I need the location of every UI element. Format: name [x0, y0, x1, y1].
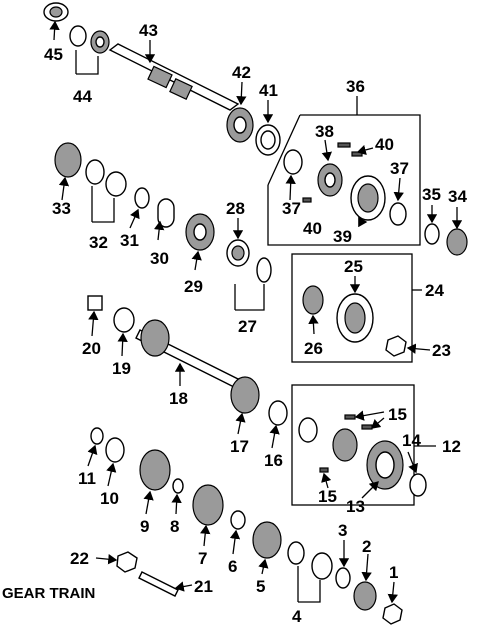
callout-15b: 15 [318, 487, 337, 506]
part-39-sleeve [350, 175, 386, 221]
part-16-ring [268, 400, 288, 426]
group-12-outline [291, 384, 415, 506]
part-31-washer [134, 187, 150, 209]
part-32-bearing-pair [85, 159, 127, 197]
callout-labels: 45 44 43 42 41 36 38 40 37 37 40 39 35 3… [44, 21, 467, 626]
callout-14: 14 [402, 431, 421, 450]
callout-4: 4 [292, 607, 302, 626]
callout-3: 3 [338, 521, 347, 540]
part-12-hub [298, 417, 358, 462]
callout-40b: 40 [303, 219, 322, 238]
callout-1: 1 [389, 563, 398, 582]
callout-19: 19 [112, 359, 131, 378]
callout-6: 6 [228, 557, 237, 576]
callout-37a: 37 [282, 199, 301, 218]
callout-9: 9 [140, 517, 149, 536]
callout-20: 20 [82, 339, 101, 358]
part-29-gear [185, 213, 215, 251]
part-35-snap-ring [424, 223, 440, 245]
callout-38: 38 [315, 122, 334, 141]
leader-lines [49, 20, 463, 604]
callout-7: 7 [198, 549, 207, 568]
callout-21: 21 [194, 577, 213, 596]
callout-8: 8 [170, 517, 179, 536]
callout-30: 30 [150, 249, 169, 268]
callout-27: 27 [238, 317, 257, 336]
callout-26: 26 [304, 339, 323, 358]
callout-11: 11 [78, 469, 96, 488]
part-14-snap-ring [409, 473, 427, 497]
part-7-gear [192, 484, 224, 526]
callout-44: 44 [73, 87, 92, 106]
part-8-washer [172, 478, 184, 494]
part-28-bearing [226, 239, 250, 267]
callout-22: 22 [70, 549, 89, 568]
diagram-title: GEAR TRAIN [2, 585, 95, 602]
part-6-ring [230, 510, 246, 530]
part-22-nut [116, 551, 138, 573]
part-9-gear [139, 449, 171, 491]
callout-36: 36 [346, 77, 365, 96]
part-33-gear [54, 142, 82, 178]
callout-23: 23 [432, 341, 451, 360]
callout-24: 24 [425, 281, 444, 300]
callout-41: 41 [259, 81, 278, 100]
callout-34: 34 [448, 187, 467, 206]
part-1-nut [382, 603, 403, 625]
part-10-ring [105, 437, 125, 463]
callout-35: 35 [422, 185, 441, 204]
callout-18: 18 [169, 389, 188, 408]
callout-17: 17 [230, 437, 249, 456]
callout-16: 16 [264, 451, 283, 470]
callout-31: 31 [120, 231, 139, 250]
part-20-plug [87, 295, 103, 311]
part-42-gear [226, 107, 254, 143]
part-11-ring [90, 427, 104, 445]
callout-5: 5 [256, 577, 265, 596]
callout-13: 13 [346, 497, 365, 516]
callout-33: 33 [52, 199, 71, 218]
part-27-ring [256, 257, 272, 283]
part-18-main-shaft [135, 319, 241, 389]
part-34-gear [446, 228, 468, 256]
part-44-bearing-set [69, 25, 110, 54]
callout-2: 2 [362, 537, 371, 556]
callout-29: 29 [184, 277, 203, 296]
part-38-synchro-hub [317, 163, 343, 197]
callout-15a: 15 [388, 405, 407, 424]
callout-10: 10 [100, 489, 119, 508]
part-23-nut [385, 335, 407, 357]
callout-45: 45 [44, 45, 63, 64]
callout-42: 42 [232, 63, 251, 82]
part-2-gear [353, 581, 377, 611]
part-25-sleeve [336, 293, 374, 343]
part-26-hub [302, 285, 324, 315]
part-4-bearing-pair [287, 541, 333, 580]
group-24-outline [291, 253, 413, 363]
part-41-ring [255, 124, 281, 156]
part-21-pin [138, 571, 179, 597]
callout-28: 28 [226, 199, 245, 218]
part-3-washer [335, 567, 351, 589]
part-19-bearing [113, 307, 135, 333]
part-17-gear [230, 376, 260, 414]
callout-37b: 37 [390, 159, 409, 178]
part-45-bearing [43, 2, 69, 22]
part-43-input-shaft [108, 43, 240, 111]
part-5-gear [252, 521, 282, 559]
callout-43: 43 [139, 21, 158, 40]
part-37-snap-ring [283, 149, 407, 226]
callout-32: 32 [89, 233, 108, 252]
callout-12: 12 [442, 437, 461, 456]
callout-39: 39 [333, 227, 352, 246]
part-13-sleeve [366, 440, 404, 490]
callout-25: 25 [344, 257, 363, 276]
callout-40a: 40 [375, 135, 394, 154]
group-36-outline [267, 114, 421, 246]
